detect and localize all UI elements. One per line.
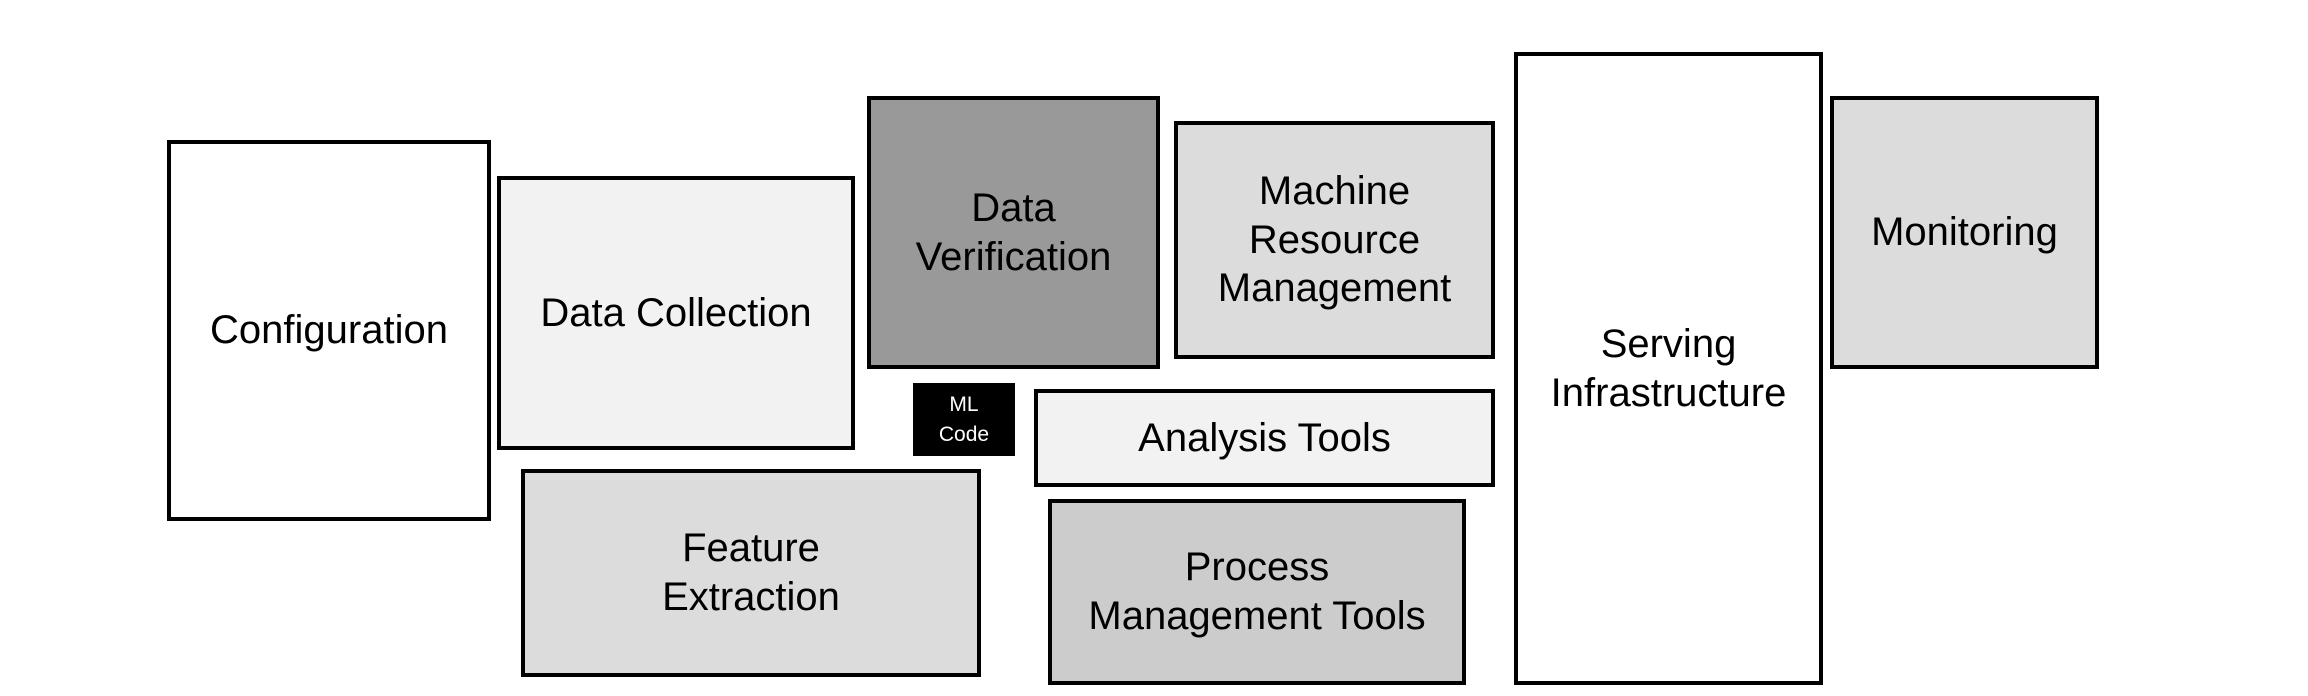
ml-code-box: ML Code xyxy=(913,383,1015,456)
ml-code-label: ML Code xyxy=(938,393,990,446)
process-management-tools-box: Process Management Tools xyxy=(1048,499,1466,685)
data-collection-label: Data Collection xyxy=(540,290,812,335)
feature-extraction-label: Feature Extraction xyxy=(662,526,840,619)
analysis-tools-label: Analysis Tools xyxy=(1138,415,1391,460)
machine-resource-management-label: Machine Resource Management xyxy=(1217,168,1452,311)
data-verification-label: Data Verification xyxy=(915,185,1112,279)
data-collection-box: Data Collection xyxy=(497,176,855,450)
configuration-box: Configuration xyxy=(167,140,491,521)
configuration-label: Configuration xyxy=(210,308,448,353)
process-management-tools-label: Process Management Tools xyxy=(1088,545,1426,638)
monitoring-label: Monitoring xyxy=(1871,210,2058,255)
machine-resource-management-box: Machine Resource Management xyxy=(1174,121,1495,359)
analysis-tools-box: Analysis Tools xyxy=(1034,389,1495,487)
serving-infrastructure-label: Serving Infrastructure xyxy=(1550,321,1787,415)
serving-infrastructure-box: Serving Infrastructure xyxy=(1514,52,1823,685)
data-verification-box: Data Verification xyxy=(867,96,1160,369)
monitoring-box: Monitoring xyxy=(1830,96,2099,369)
feature-extraction-box: Feature Extraction xyxy=(521,469,981,677)
